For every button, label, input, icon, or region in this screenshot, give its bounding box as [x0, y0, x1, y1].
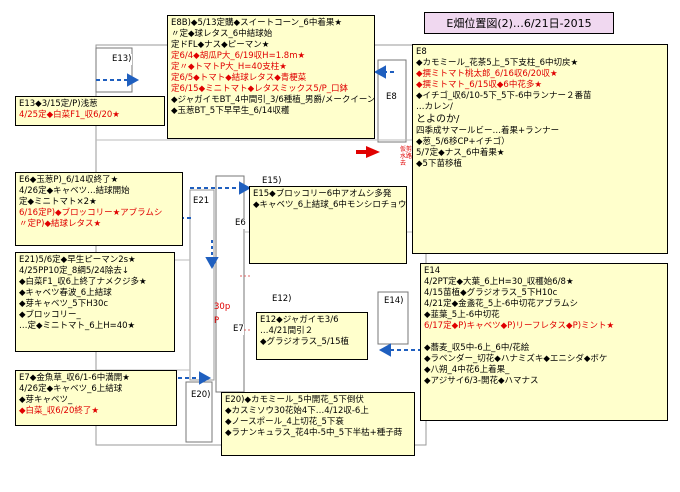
note-e12-line: E12◆ジャガイモ3/6 — [260, 315, 339, 325]
note-e15-line: E15◆ブロッコリー6中アオムシ多発 — [253, 189, 392, 199]
note-e14-line: ◆アジサイ6/3-開花◆ハマナス — [424, 376, 539, 386]
note-e8-line: ◆カモミール_花茶5上_5下支柱_6中切戻★ — [416, 58, 579, 68]
page-title: E畑位置図(2)…6/21日-2015 — [424, 12, 614, 34]
note-e13: E13◆3/15定/P)浅葱 4/25定◆白菜F1_収6/20★ — [15, 96, 165, 126]
note-e14-line: 4/2PT定◆大葉_6上H=30_収穫始6/8★ — [424, 277, 574, 287]
note-e13-line: E13◆3/15定/P)浅葱 — [19, 99, 98, 109]
plot-label-e12: E12) — [272, 294, 292, 305]
note-e7-line: ◆芽キャベツ_ — [19, 395, 73, 405]
note-e12-line: …4/21間引２ — [260, 326, 314, 336]
note-e13-line: 4/25定◆白菜F1_収6/20★ — [19, 110, 120, 120]
note-e6-line: 4/26定◆キャベツ…結球開始 — [19, 186, 130, 196]
note-e7: E7◆金魚草_収6/1-6中満開★ 4/26定◆キャベツ_6上結球 ◆芽キャベツ… — [15, 370, 177, 426]
note-e8-line: 四季成サマールビー…着果+ランナー — [416, 126, 560, 136]
plot-label-e13: E13) — [112, 54, 132, 65]
note-e8b-line: 定6/15◆ミニトマト◆レタスミックス5/P_口鉢 — [171, 84, 349, 94]
note-e8-line: E8 — [416, 47, 427, 57]
note-e8b-line: ◆玉葱BT_5下早早生_6/14収穫 — [171, 106, 290, 116]
note-e6-line: E6◆玉葱P)_6/14収終了★ — [19, 175, 119, 185]
note-e8-line: ◆イチゴ_収6/10-5下_5下-6中ランナー２番苗 — [416, 91, 592, 101]
note-e14-line: 4/21定◆金盞花_5上-6中切花アブラムシ — [424, 299, 579, 309]
note-e8b-line: E8B)◆5/13定購◆スイートコーン_6中着果★ — [171, 18, 342, 28]
note-e14-line: ◆蕎麦_収5中-6上_6中/花絵 — [424, 343, 530, 353]
note-e15-line: ◆キャベツ_6上結球_6中モンシロチョウ★ — [253, 200, 407, 210]
side-note: 仮剪定 水路除去 — [400, 146, 419, 167]
note-e21-line: ◆芽キャベツ_5下H30c — [19, 299, 109, 309]
note-e14-line: E14 — [424, 266, 441, 276]
note-e15: E15◆ブロッコリー6中アオムシ多発 ◆キャベツ_6上結球_6中モンシロチョウ★ — [249, 186, 407, 264]
note-e8-line: ◆5下苗移植 — [416, 159, 462, 169]
note-e21-line: …定◆ミニトマト_6上H=40★ — [19, 321, 136, 331]
plot-label-e14: E14) — [384, 296, 404, 307]
note-e14-line: ◆八朔_4中花6上着果_ — [424, 365, 510, 375]
note-e7-line: ◆白菜_収6/20終了★ — [19, 406, 99, 416]
fragment-label-p: P — [214, 316, 220, 326]
red-arrow-icon — [356, 146, 380, 158]
note-e12-line: ◆グラジオラス_5/15植 — [260, 337, 350, 347]
plot-e21-outline — [189, 189, 215, 381]
note-e8-line: ◆葱_5/6移CP+イチゴ） — [416, 137, 510, 147]
plot-label-e8: E8 — [386, 92, 397, 103]
note-e7-line: E7◆金魚草_収6/1-6中満開★ — [19, 373, 130, 383]
note-e14-line: ◆韮葉_5上-6中切花 — [424, 310, 500, 320]
plot-label-e21: E21 — [193, 196, 210, 207]
note-e8-line: ◆撰ミトマト_6/15収◆6中花多★ — [416, 80, 542, 90]
note-e8b-line: ◆ジャガイモBT_4中間引_3/6種植_男爵/メークイーン_ — [171, 95, 375, 105]
note-e20-line: ◆ノースポール_4上切花_5下衰 — [225, 417, 344, 427]
plot-e6-e7-outline — [215, 175, 245, 393]
note-e20: E20)◆カモミール_5中開花_5下倒伏 ◆カスミソウ30花始4下…4/12収-… — [221, 392, 415, 456]
note-e8b-line: 定ドFL◆ナス◆ピーマン★ — [171, 40, 270, 50]
note-e21-line: ◆ブロッコリー_ — [19, 310, 81, 320]
note-e8-line: とよのか/ — [416, 114, 460, 125]
plot-label-e6: E6 — [235, 218, 246, 229]
plot-e13-outline — [95, 47, 133, 93]
note-e21: E21)5/6定◆早生ピーマン2s★ 4/25PP10定_8綱5/24除去↓ ◆… — [15, 252, 175, 352]
note-e8-line: …カレン/ — [416, 102, 453, 112]
plot-label-e15: E15) — [262, 176, 282, 187]
note-e20-line: ◆ラナンキュラス_花4中-5中_5下半枯+種子蒔 — [225, 428, 403, 438]
note-e8b-line: 定6/5◆トマト◆結球レタス◆青梗菜 — [171, 73, 307, 83]
note-e21-line: 4/25PP10定_8綱5/24除去↓ — [19, 266, 130, 276]
note-e20-line: E20)◆カモミール_5中開花_5下倒伏 — [225, 395, 364, 405]
note-e8b-line: 定6/4◆胡瓜P大_6/19収H=1.8m★ — [171, 51, 306, 61]
note-e20-line: ◆カスミソウ30花始4下…4/12収-6上 — [225, 406, 369, 416]
note-e6: E6◆玉葱P)_6/14収終了★ 4/26定◆キャベツ…結球開始 定◆ミニトマト… — [15, 172, 183, 246]
plot-label-e7: E7 — [233, 324, 244, 335]
note-e21-line: E21)5/6定◆早生ピーマン2s★ — [19, 255, 136, 265]
note-e8-line: ◆撰ミトマト桃太郎_6/16収6/20収★ — [416, 69, 558, 79]
note-e6-line: 定◆ミニトマト×2★ — [19, 197, 97, 207]
plot-label-e20: E20) — [191, 390, 211, 401]
pointer-arrows — [96, 65, 420, 385]
note-e8b: E8B)◆5/13定購◆スイートコーン_6中着果★ 〃定◆球レタス_6中結球始 … — [167, 15, 375, 139]
note-e14-line: 4/15苗植◆グラジオラス_5下H10c — [424, 288, 558, 298]
note-e14-line: 6/17定◆P)キャベツ◆P)リーフレタス◆P)ミント★ — [424, 321, 615, 331]
note-e6-line: 〃定P)◆結球レタス★ — [19, 219, 102, 229]
note-e6-line: 6/16定P)◆ブロッコリー★アブラムシ — [19, 208, 163, 218]
note-e8-line: 5/7定◆ナス_6中着果★ — [416, 148, 505, 158]
note-e8: E8 ◆カモミール_花茶5上_5下支柱_6中切戻★ ◆撰ミトマト桃太郎_6/16… — [412, 44, 668, 254]
note-e12: E12◆ジャガイモ3/6 …4/21間引２ ◆グラジオラス_5/15植 — [256, 312, 368, 360]
note-e21-line: ◆キャベツ春波_6上結球 — [19, 288, 112, 298]
note-e8b-line: 〃定◆球レタス_6中結球始 — [171, 29, 273, 39]
note-e14: E14 4/2PT定◆大葉_6上H=30_収穫始6/8★ 4/15苗植◆グラジオ… — [420, 263, 668, 421]
fragment-label-30p: 30p — [214, 302, 231, 312]
note-e14-line — [424, 332, 664, 343]
plot-e8-outline — [377, 59, 407, 143]
note-e8b-line: 定〃◆トマトP大_H=40支柱★ — [171, 62, 287, 72]
plot-e14-outline — [377, 291, 409, 345]
note-e7-line: 4/26定◆キャベツ_6上結球 — [19, 384, 123, 394]
note-e21-line: ◆白菜F1_収6上終了ナメクジ多★ — [19, 277, 147, 287]
note-e14-line: ◆ラベンダー_切花◆ハナミズキ◆エニシダ◆ボケ — [424, 354, 608, 364]
